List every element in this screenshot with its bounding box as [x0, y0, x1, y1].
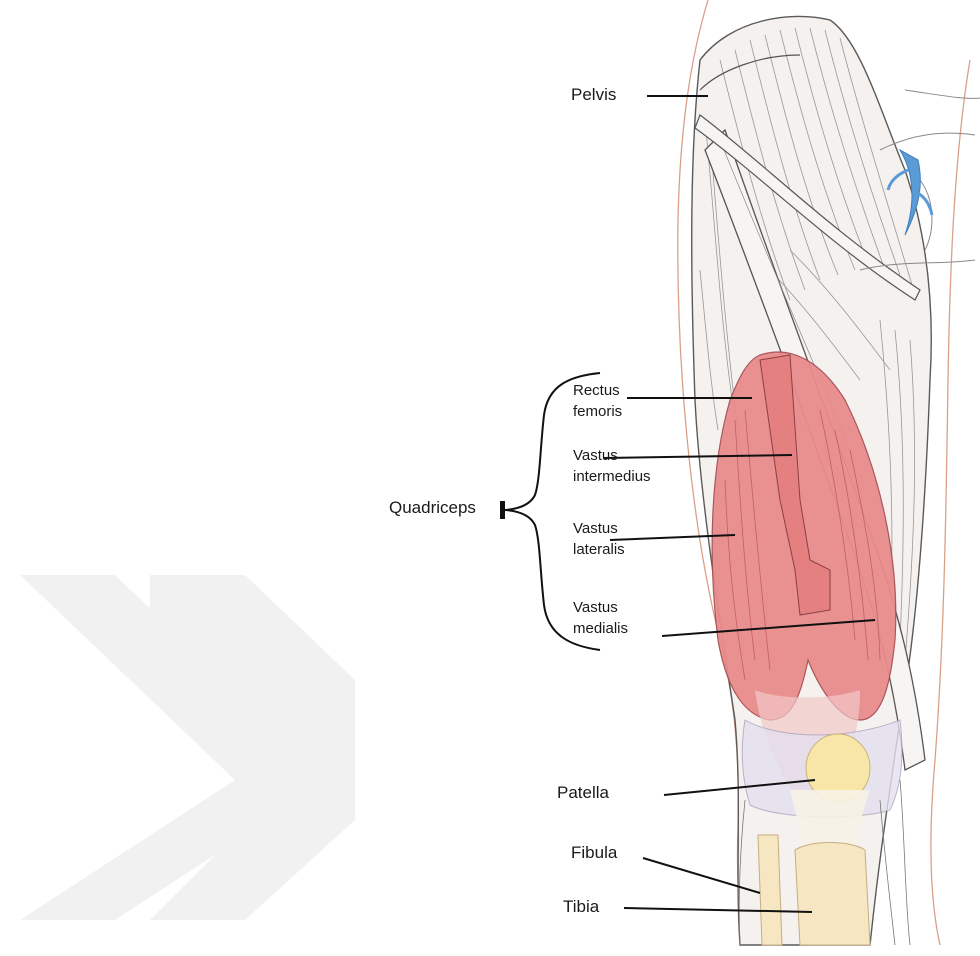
label-patella: Patella: [557, 782, 609, 804]
label-quadriceps: Quadriceps: [389, 497, 476, 519]
fibula-bone: [758, 835, 782, 945]
label-rectus-line1: Rectus: [573, 380, 622, 401]
label-medialis-line2: medialis: [573, 618, 628, 639]
watermark-chevrons: [0, 575, 355, 925]
label-medialis-line1: Vastus: [573, 597, 628, 618]
label-vastus-lateralis: Vastus lateralis: [573, 518, 625, 560]
label-intermedius-line1: Vastus: [573, 445, 651, 466]
label-intermedius-line2: intermedius: [573, 466, 651, 487]
label-rectus-femoris: Rectus femoris: [573, 380, 622, 422]
label-lateralis-line1: Vastus: [573, 518, 625, 539]
label-pelvis: Pelvis: [571, 84, 616, 106]
label-lateralis-line2: lateralis: [573, 539, 625, 560]
label-rectus-line2: femoris: [573, 401, 622, 422]
tibia-bone: [795, 843, 870, 946]
label-tibia: Tibia: [563, 896, 599, 918]
brace-tick: [500, 501, 505, 519]
label-vastus-medialis: Vastus medialis: [573, 597, 628, 639]
label-vastus-intermedius: Vastus intermedius: [573, 445, 651, 487]
label-fibula: Fibula: [571, 842, 617, 864]
